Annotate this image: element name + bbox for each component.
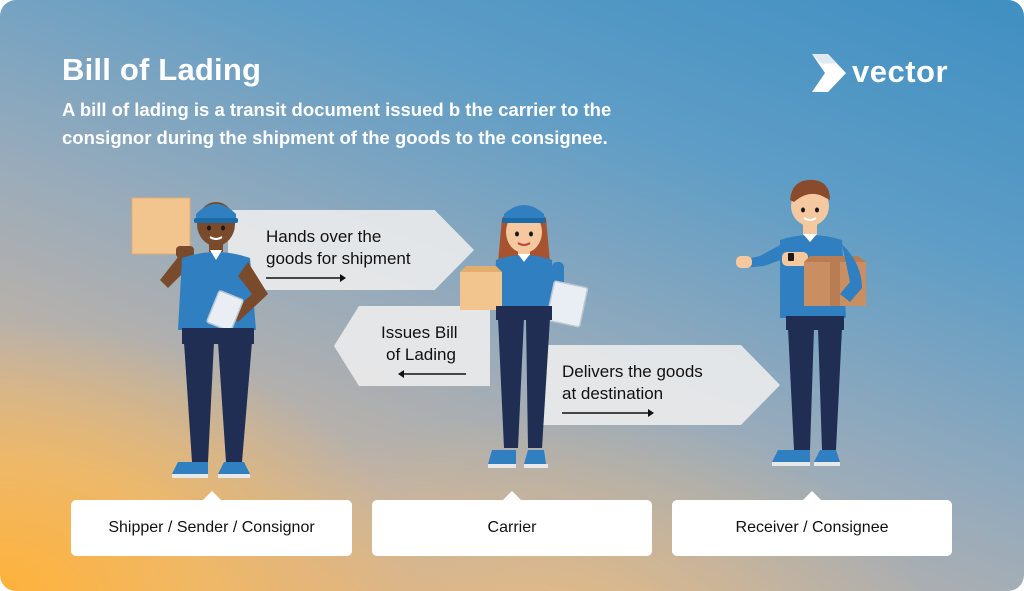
- step-label-line2: at destination: [562, 384, 664, 403]
- step-label-line2: goods for shipment: [266, 249, 411, 268]
- role-card-receiver: Receiver / Consignee: [672, 491, 952, 556]
- step-label-line1: Delivers the goods: [562, 362, 703, 381]
- brand-name: vector: [852, 54, 949, 89]
- page-subtitle: A bill of lading is a transit document i…: [62, 99, 612, 148]
- card-pointer: [202, 491, 221, 500]
- parcel-box: [132, 198, 190, 254]
- step-arrow-hand-over: Hands over the goods for shipment: [228, 210, 474, 290]
- receiver-illustration: [736, 179, 866, 466]
- role-card-shipper: Shipper / Sender / Consignor: [71, 491, 352, 556]
- shipper-illustration: [131, 197, 268, 478]
- step-arrow-delivers: Delivers the goods at destination: [536, 345, 780, 425]
- arrow-left-icon: [398, 370, 466, 378]
- vector-chevron-icon: [812, 54, 846, 92]
- card-pointer: [803, 491, 821, 500]
- role-label: Shipper / Sender / Consignor: [108, 519, 315, 536]
- page-title: Bill of Lading: [62, 52, 262, 87]
- arrow-right-icon: [266, 274, 346, 282]
- brand-logo: vector: [812, 52, 972, 96]
- carrier-illustration: [460, 205, 589, 468]
- step-arrow-issues-bill: Issues Bill of Lading: [334, 306, 490, 386]
- role-card-carrier: Carrier: [372, 491, 652, 556]
- step-label-line1: Issues Bill: [381, 323, 458, 342]
- card-pointer: [503, 491, 521, 500]
- role-label: Carrier: [487, 519, 537, 536]
- step-label-line1: Hands over the: [266, 227, 382, 246]
- step-label-line2: of Lading: [386, 345, 456, 364]
- role-label: Receiver / Consignee: [735, 519, 889, 536]
- arrow-right-icon: [562, 409, 654, 417]
